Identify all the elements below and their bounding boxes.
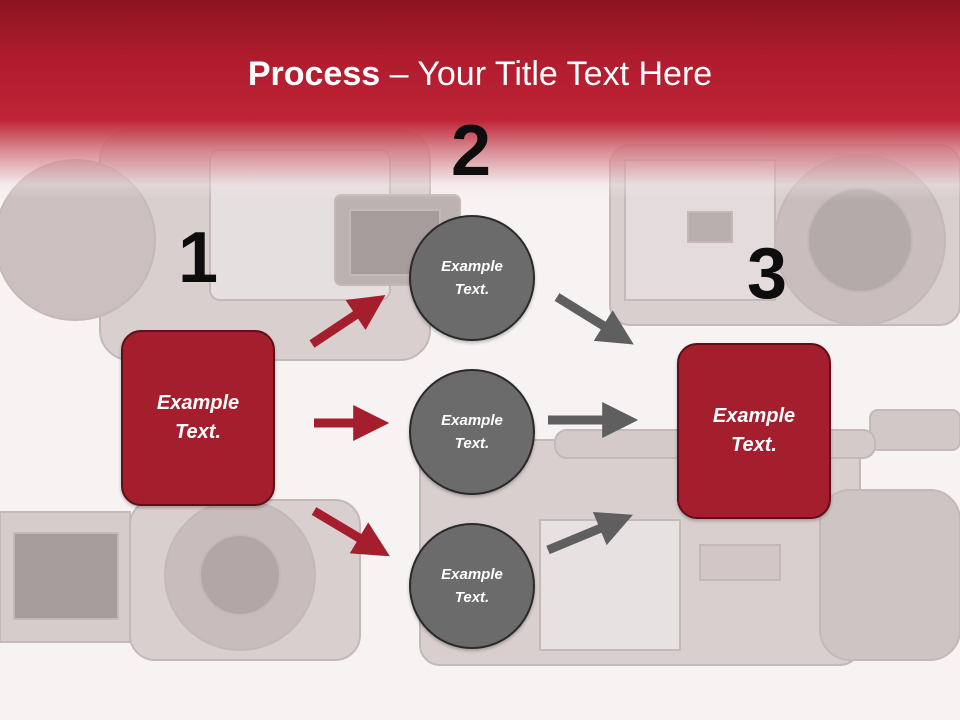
- title-rest: – Your Title Text Here: [380, 55, 713, 93]
- circle-middle: Example Text.: [409, 369, 535, 495]
- arrow-red-up: [309, 295, 386, 348]
- title-bold: Process: [247, 55, 381, 93]
- right-box: Example Text.: [677, 343, 831, 519]
- circle-bottom-text: Example Text.: [441, 566, 503, 606]
- arrow-red-down: [311, 507, 390, 557]
- header-band: Process – Your Title Text Here: [0, 0, 960, 200]
- left-box: Example Text.: [121, 330, 275, 506]
- circle-bottom: Example Text.: [409, 523, 535, 649]
- circle-top: Example Text.: [409, 215, 535, 341]
- step-number-3: 3: [746, 234, 788, 314]
- step-number-2: 2: [450, 111, 492, 191]
- left-box-text: Example Text.: [156, 392, 240, 443]
- arrow-gray-down: [554, 293, 634, 345]
- right-box-text: Example Text.: [712, 405, 796, 456]
- arrow-gray-up: [546, 511, 633, 555]
- circle-top-text: Example Text.: [441, 258, 503, 298]
- circle-middle-text: Example Text.: [441, 412, 503, 452]
- step-number-1: 1: [177, 218, 219, 298]
- slide-title: Process – Your Title Text Here: [0, 52, 960, 96]
